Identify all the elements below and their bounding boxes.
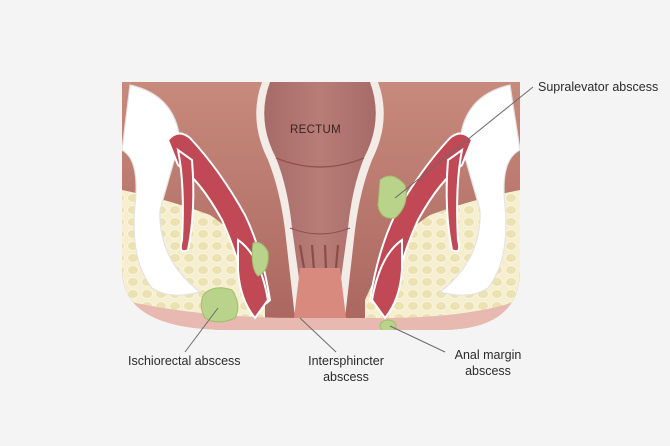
leader-anal-margin <box>389 325 446 353</box>
anal-columns <box>298 244 340 271</box>
anal-margin-abscess-label: Anal margin abscess <box>454 348 522 378</box>
rectum <box>264 82 376 300</box>
intersphincter-abscess-label: Intersphincter abscess <box>308 354 384 384</box>
leader-supralevator <box>394 86 534 199</box>
rectal-fold <box>275 157 365 168</box>
leader-intersphincter <box>299 317 337 353</box>
ischiorectal-abscess <box>200 287 239 323</box>
rectum-label: RECTUM <box>290 124 341 136</box>
anal-margin-abscess <box>379 319 397 330</box>
pelvic-section <box>122 82 520 330</box>
anal-canal <box>294 268 346 318</box>
intersphincteric-abscess-shape <box>251 241 269 277</box>
ischiorectal-abscess-label: Ischiorectal abscess <box>128 354 241 368</box>
left-external-sphincter <box>237 238 270 320</box>
rectal-fold <box>289 227 351 235</box>
supralevator-abscess-label: Supralevator abscess <box>538 80 659 94</box>
skin-band <box>122 300 520 330</box>
right-muscle-strip <box>445 147 464 253</box>
leader-ischiorectal <box>184 307 219 353</box>
supralevator-abscess <box>377 175 407 219</box>
left-muscle-strip <box>176 147 195 253</box>
right-external-sphincter <box>370 238 403 320</box>
